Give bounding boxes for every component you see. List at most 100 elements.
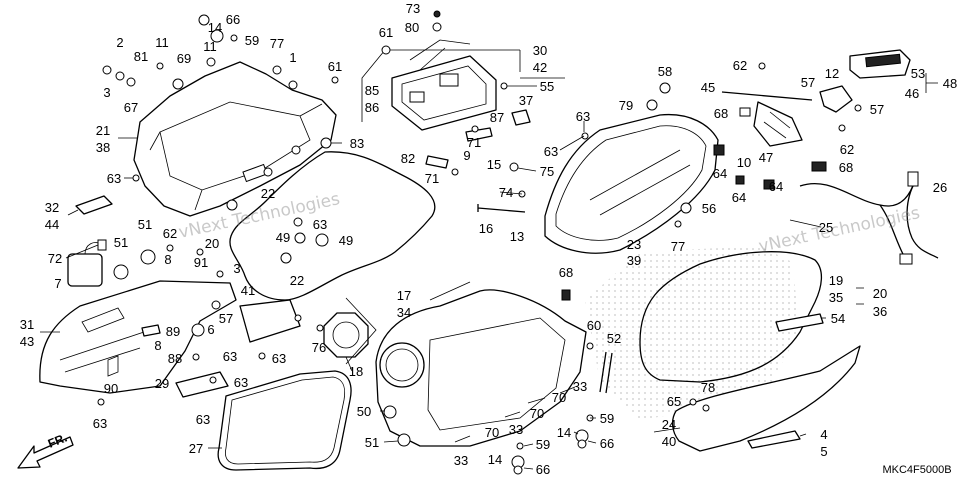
callout-number: 8	[164, 252, 171, 267]
bracket-87	[511, 109, 531, 126]
callout-number: 9	[463, 148, 470, 163]
callout-number: 80	[405, 20, 419, 35]
callout-number: 89	[166, 324, 180, 339]
callout-number: 32	[45, 200, 59, 215]
callout-number: 19	[829, 273, 843, 288]
wire-harness	[799, 171, 939, 265]
callout-number: 56	[702, 201, 716, 216]
callout-number: 62	[163, 226, 177, 241]
callout-number: 13	[510, 229, 524, 244]
lock-mechanism-assembly	[361, 39, 521, 131]
grommet-51	[140, 249, 156, 265]
callout-number: 31	[20, 317, 34, 332]
callout-number: 63	[223, 349, 237, 364]
leader-lines	[40, 73, 938, 470]
callout-number: 21	[96, 123, 110, 138]
callout-number: 14	[208, 20, 222, 35]
callout-number: 42	[533, 60, 547, 75]
callout-number: 83	[350, 136, 364, 151]
callout-number: 47	[759, 150, 773, 165]
callout-number: 77	[270, 36, 284, 51]
pad-4	[747, 430, 801, 449]
callout-number: 11	[203, 39, 217, 54]
callout-number: 75	[540, 164, 554, 179]
callout-number: 40	[662, 434, 676, 449]
callout-number: 7	[54, 276, 61, 291]
grommet-51	[113, 264, 129, 280]
lower-trim	[671, 345, 861, 452]
lid-inner-panel	[544, 113, 719, 254]
tag-89	[141, 324, 161, 337]
callout-number: 72	[48, 251, 62, 266]
callout-number: 52	[607, 331, 621, 346]
callout-number: 68	[714, 106, 728, 121]
wing-mark-watermark	[585, 246, 800, 420]
callout-number: 66	[226, 12, 240, 27]
plate-41	[239, 299, 301, 343]
callout-number: 86	[365, 100, 379, 115]
callout-number: 82	[401, 151, 415, 166]
callout-number: 88	[168, 351, 182, 366]
inner-case	[375, 281, 587, 447]
callout-number: 50	[357, 404, 371, 419]
callout-number: 16	[479, 221, 493, 236]
callout-number: 55	[540, 79, 554, 94]
callout-number: 59	[536, 437, 550, 452]
callout-number: 53	[911, 66, 925, 81]
emblem-bar	[849, 49, 911, 79]
callout-number: 51	[138, 217, 152, 232]
handle-82	[425, 155, 449, 169]
front-direction-label: FR.	[46, 431, 69, 451]
callout-number: 91	[194, 255, 208, 270]
callout-number: 34	[397, 305, 411, 320]
callout-number: 71	[425, 171, 439, 186]
callout-number: 10	[737, 155, 751, 170]
callout-number: 33	[509, 422, 523, 437]
callout-number: 63	[544, 144, 558, 159]
callout-number: 81	[134, 49, 148, 64]
callout-number: 12	[825, 66, 839, 81]
callout-number: 70	[552, 390, 566, 405]
callout-number: 37	[519, 93, 533, 108]
callout-number: 85	[365, 83, 379, 98]
callout-number: 63	[93, 416, 107, 431]
callout-number: 54	[831, 311, 845, 326]
callout-number: 23	[627, 237, 641, 252]
callout-number: 76	[312, 340, 326, 355]
callout-number: 46	[905, 86, 919, 101]
strip-54	[775, 313, 824, 332]
callout-number: 5	[820, 444, 827, 459]
callout-number: 17	[397, 288, 411, 303]
callout-number: 2	[116, 35, 123, 50]
side-cover	[39, 280, 237, 394]
callout-number: 61	[328, 59, 342, 74]
callout-number: 66	[600, 436, 614, 451]
callout-number: 74	[499, 185, 513, 200]
callout-number: 44	[45, 217, 59, 232]
callout-number: 64	[732, 190, 746, 205]
callout-number: 60	[587, 318, 601, 333]
callout-number: 59	[600, 411, 614, 426]
callout-number: 33	[454, 453, 468, 468]
callout-number: 48	[943, 76, 957, 91]
callout-number: 20	[873, 286, 887, 301]
callout-number: 64	[769, 179, 783, 194]
callout-number: 33	[573, 379, 587, 394]
callout-number: 27	[189, 441, 203, 456]
callout-number: 67	[124, 100, 138, 115]
callout-number: 30	[533, 43, 547, 58]
callout-number: 8	[154, 338, 161, 353]
callout-number: 14	[488, 452, 502, 467]
callout-number: 45	[701, 80, 715, 95]
callout-number: 62	[840, 142, 854, 157]
callout-number: 62	[733, 58, 747, 73]
plate-32	[75, 195, 113, 215]
callout-number: 65	[667, 394, 681, 409]
callout-number: 57	[870, 102, 884, 117]
callout-number: 35	[829, 290, 843, 305]
callout-number: 22	[261, 186, 275, 201]
gasket-27	[217, 370, 352, 471]
callout-number: 63	[196, 412, 210, 427]
callout-number: 51	[365, 435, 379, 450]
